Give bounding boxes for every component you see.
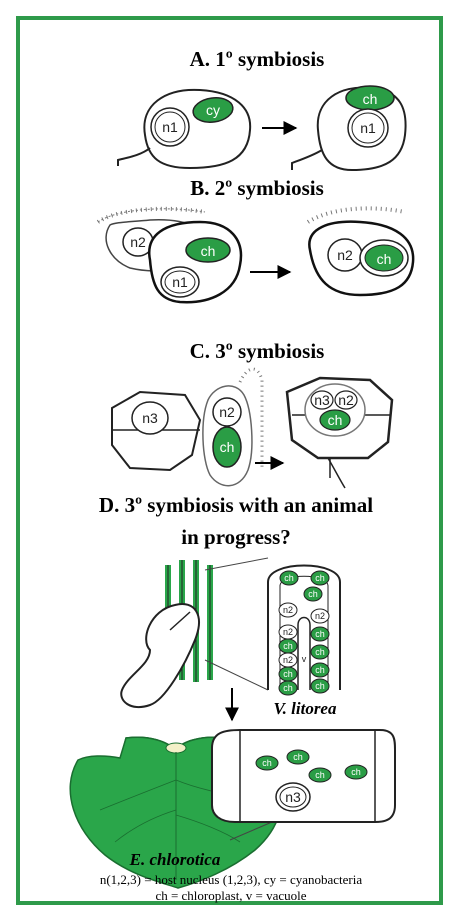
panel-a-host-cell-after: ch n1 <box>292 86 406 170</box>
v-litorea-chloroplast-label: ch <box>315 681 325 691</box>
zoom-line-bottom <box>205 660 268 690</box>
panel-c-n3-label-after: n3 <box>314 392 330 408</box>
v-litorea-chloroplast-label: ch <box>283 683 293 693</box>
v-litorea-chloroplast-label: ch <box>284 573 294 583</box>
slug-n3-label: n3 <box>285 789 301 805</box>
v-litorea-nucleus-label: n2 <box>283 655 293 665</box>
vacuole-label: v <box>302 654 307 664</box>
legend-line-1: n(1,2,3) = host nucleus (1,2,3), cy = cy… <box>100 872 363 887</box>
v-litorea-chloroplast-label: ch <box>283 669 293 679</box>
panel-b-ch-label: ch <box>201 243 216 259</box>
v-litorea-nucleus-label: n2 <box>283 627 293 637</box>
v-litorea-chloroplast-label: ch <box>308 589 318 599</box>
panel-a-title: A. 1º symbiosis <box>190 47 325 71</box>
panel-a-nucleus-label: n1 <box>162 119 178 135</box>
legend-line-2: ch = chloroplast, v = vacuole <box>155 888 306 903</box>
panel-a-chloroplast-label: ch <box>363 91 378 107</box>
panel-b-n2-label: n2 <box>130 234 146 250</box>
v-litorea-chloroplast-label: ch <box>315 647 325 657</box>
panel-b-host-before: n2 ch n1 <box>98 209 241 302</box>
slug-ch-label-1: ch <box>262 758 272 768</box>
panel-c-n2-label-after: n2 <box>338 392 354 408</box>
panel-c-ch-label-after: ch <box>328 412 343 428</box>
v-litorea-chloroplast-label: ch <box>283 641 293 651</box>
v-litorea-chloroplast-label: ch <box>315 665 325 675</box>
panel-d-title-line2: in progress? <box>181 525 291 549</box>
panel-b-n2-label-after: n2 <box>337 247 353 263</box>
panel-d-title-line1: D. 3º symbiosis with an animal <box>99 493 373 517</box>
slug-digestive-cell-zoom: ch ch ch ch n3 <box>212 730 395 822</box>
slug-ch-label-4: ch <box>351 767 361 777</box>
panel-b-host-after: n2 ch <box>308 208 413 295</box>
v-litorea-organelles: ch ch ch n2 n2 n2 ch ch ch n2 ch ch ch ch <box>279 571 329 695</box>
panel-c-host-after: n3 n2 ch <box>287 378 392 488</box>
panel-c-n3-label: n3 <box>142 410 158 426</box>
v-litorea-label: V. litorea <box>274 699 337 718</box>
panel-b-title: B. 2º symbiosis <box>190 176 324 200</box>
panel-c-n2-label: n2 <box>219 404 235 420</box>
panel-b-ch-label-after: ch <box>377 251 392 267</box>
panel-b-n1-label: n1 <box>172 274 188 290</box>
vaucheria-filaments <box>121 560 210 707</box>
panel-a-cyanobacteria-label: cy <box>206 102 220 118</box>
panel-c-ch-label: ch <box>220 439 235 455</box>
panel-c-host-before: n3 n2 ch <box>112 369 262 486</box>
slug-ch-label-2: ch <box>293 752 303 762</box>
panel-a-host-cell-before: n1 cy <box>118 90 250 168</box>
panel-a-nucleus-label-after: n1 <box>360 120 376 136</box>
e-chlorotica-label: E. chlorotica <box>129 850 221 869</box>
panel-c-title: C. 3º symbiosis <box>190 339 325 363</box>
v-litorea-chloroplast-label: ch <box>315 629 325 639</box>
v-litorea-chloroplast-label: ch <box>315 573 325 583</box>
slug-ch-label-3: ch <box>315 770 325 780</box>
v-litorea-nucleus-label: n2 <box>315 611 325 621</box>
v-litorea-nucleus-label: n2 <box>283 605 293 615</box>
zoom-line-top <box>205 558 268 570</box>
